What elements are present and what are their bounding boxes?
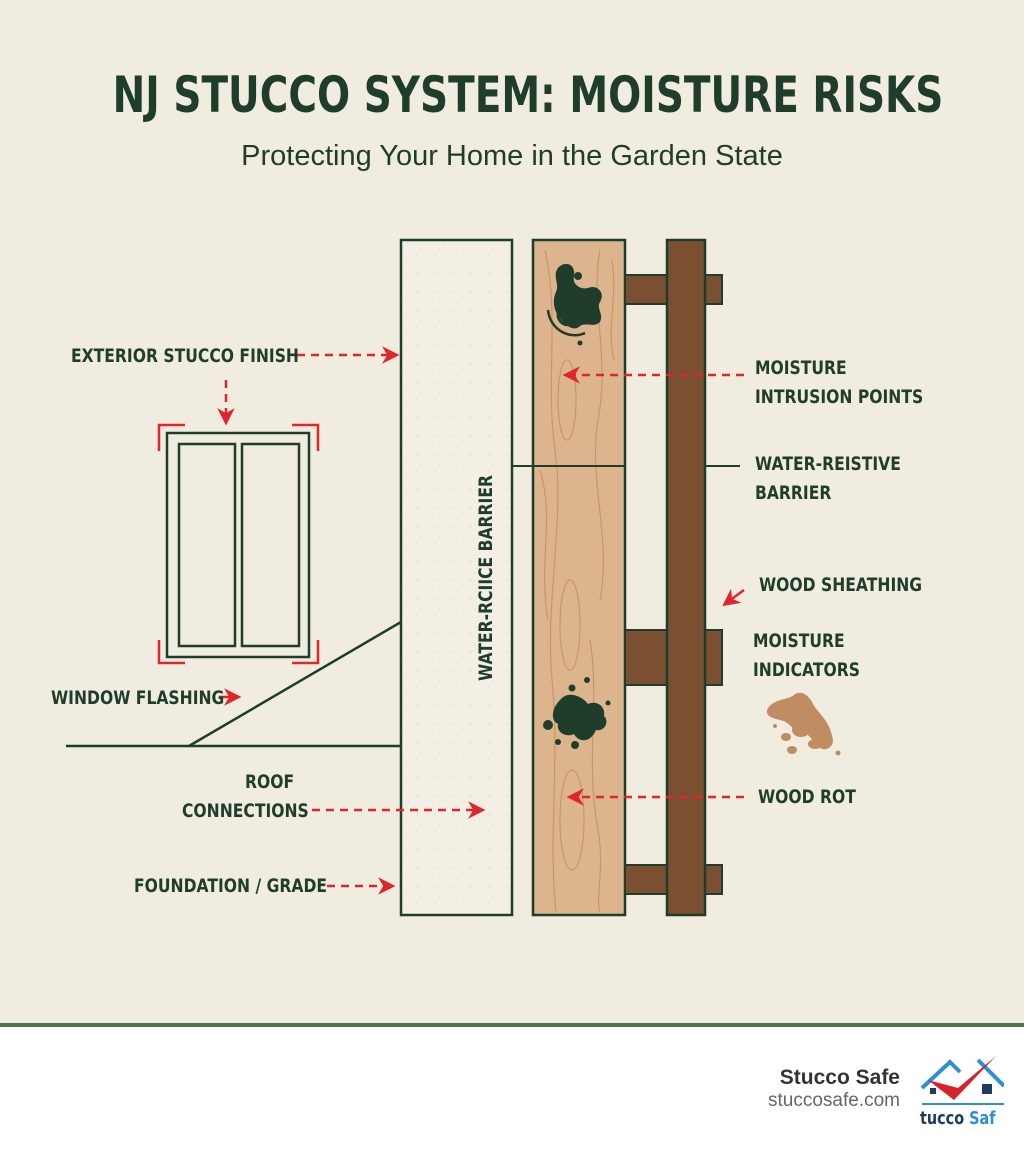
- label-moisture-intrusion-line1: MOISTURE: [755, 357, 847, 379]
- label-water-resistive-line1: WATER-REISTIVE: [755, 453, 901, 475]
- label-moisture-indicators-line2: INDICATORS: [753, 659, 860, 681]
- house-check-logo-icon: [920, 1056, 1004, 1105]
- vertical-barrier-label: WATER-RCIICE BARRIER: [475, 475, 497, 681]
- label-exterior-stucco-finish: EXTERIOR STUCCO FINISH: [71, 345, 299, 367]
- footer-divider: [0, 1023, 1024, 1027]
- mold-splat-bottom: [543, 677, 611, 749]
- label-wood-sheathing: WOOD SHEATHING: [759, 574, 923, 596]
- annotation-arrows: [217, 346, 745, 895]
- label-foundation-grade: FOUNDATION / GRADE: [134, 875, 328, 897]
- label-water-resistive-line2: BARRIER: [755, 482, 832, 504]
- logo-wordmark-part1: tucco: [920, 1108, 970, 1129]
- logo-wordmark: tucco Saf: [920, 1108, 995, 1129]
- infographic-poster: NJ STUCCO SYSTEM: MOISTURE RISKS Protect…: [51, 66, 944, 917]
- page-subtitle: Protecting Your Home in the Garden State: [241, 140, 783, 172]
- label-roof: ROOF: [245, 771, 295, 793]
- wood-sheathing-layer: [512, 238, 627, 917]
- wall-section-diagram: [66, 238, 841, 917]
- footer: [0, 1027, 1024, 1154]
- label-window-flashing: WINDOW FLASHING: [51, 687, 225, 709]
- stucco-layer: [399, 238, 514, 917]
- framing-stud: [624, 238, 740, 917]
- label-moisture-indicators-line1: MOISTURE: [753, 630, 845, 652]
- page-title: NJ STUCCO SYSTEM: MOISTURE RISKS: [112, 66, 944, 124]
- label-wood-rot: WOOD ROT: [758, 786, 856, 808]
- logo-wordmark-part2: Saf: [969, 1108, 996, 1129]
- moisture-stain-icon: [766, 692, 841, 756]
- roof-line: [66, 620, 402, 748]
- window-icon: [157, 423, 320, 665]
- brand-name: Stucco Safe: [779, 1066, 900, 1089]
- mold-splat-top: [546, 263, 602, 346]
- brand-url[interactable]: stuccosafe.com: [768, 1090, 900, 1111]
- label-moisture-intrusion-line2: INTRUSION POINTS: [755, 386, 924, 408]
- label-roof-connections: CONNECTIONS: [182, 800, 309, 822]
